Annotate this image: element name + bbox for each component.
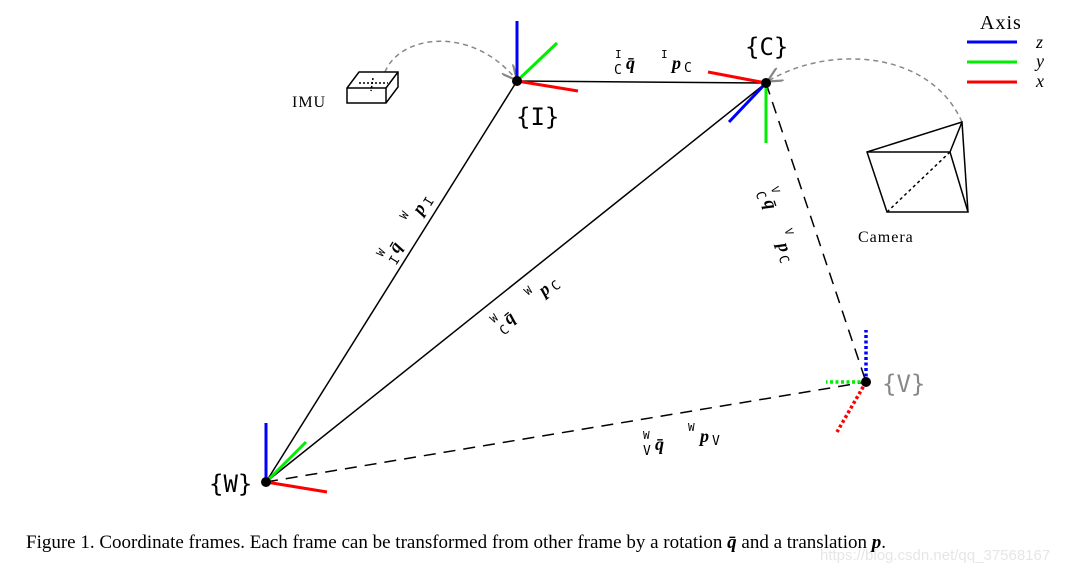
camera-icon bbox=[866, 120, 969, 213]
v-c-q-symbol: q̄ bbox=[760, 197, 782, 212]
w-v-p-sup: W bbox=[688, 421, 695, 434]
c-z-axis bbox=[727, 81, 768, 124]
frame-v-origin bbox=[861, 377, 871, 387]
legend-title: Axis bbox=[980, 12, 1022, 34]
transform-label-i-c: I C q̄ I p C bbox=[614, 48, 692, 78]
transform-label-w-v: W V q̄ W p V bbox=[643, 421, 720, 459]
v-c-q-sub: C bbox=[752, 189, 769, 201]
w-v-q-sub: V bbox=[643, 444, 651, 459]
transform-label-v-c: V C q̄ V p C bbox=[752, 185, 797, 266]
w-i-p-sup: W bbox=[397, 209, 412, 222]
axis-legend: Axis z y x bbox=[967, 12, 1044, 91]
camera-label: Camera bbox=[858, 229, 914, 246]
w-c-p-sup: W bbox=[522, 284, 536, 299]
i-c-p-symbol: p bbox=[670, 53, 681, 73]
w-x-axis bbox=[265, 480, 328, 494]
w-v-q-symbol: q̄ bbox=[655, 434, 664, 454]
frame-c-axes bbox=[707, 70, 768, 143]
c-to-v-dashed-line bbox=[765, 82, 867, 383]
camera-curve-arrow bbox=[770, 58, 963, 123]
v-x-axis bbox=[835, 381, 868, 433]
frame-w-label: {W} bbox=[209, 470, 252, 498]
i-c-q-sup: I bbox=[615, 48, 622, 61]
i-to-c-line bbox=[516, 80, 767, 84]
frame-i-axes bbox=[515, 21, 579, 93]
frame-c-label: {C} bbox=[745, 33, 788, 61]
i-y-axis bbox=[515, 41, 559, 83]
caption-suffix: . bbox=[881, 532, 886, 553]
v-c-p-symbol: p bbox=[773, 238, 795, 255]
w-v-q-sup: W bbox=[643, 429, 650, 442]
frame-w-origin bbox=[261, 477, 271, 487]
v-c-q-sup: V bbox=[768, 185, 783, 196]
w-v-p-sub: V bbox=[712, 434, 720, 449]
transform-label-w-c: W C q̄ W p C bbox=[487, 278, 564, 339]
legend-z-label: z bbox=[1035, 32, 1043, 52]
caption-prefix: Figure 1. Coordinate frames. Each frame … bbox=[26, 532, 728, 553]
i-c-p-sub: C bbox=[684, 61, 692, 76]
imu-curve-arrow bbox=[384, 40, 515, 78]
i-c-q-symbol: q̄ bbox=[626, 53, 635, 73]
i-c-p-sup: I bbox=[661, 48, 668, 61]
c-x-axis bbox=[707, 70, 767, 85]
w-to-c-line bbox=[265, 82, 767, 483]
frame-v-label: {V} bbox=[882, 370, 925, 398]
v-c-p-sup: V bbox=[782, 227, 797, 238]
w-v-p-symbol: p bbox=[698, 426, 709, 446]
watermark: https://blog.csdn.net/qq_37568167 bbox=[820, 547, 1051, 564]
v-c-p-sub: C bbox=[775, 254, 792, 266]
w-to-v-dashed-line bbox=[265, 381, 867, 483]
frame-v-axes bbox=[826, 330, 868, 433]
i-x-axis bbox=[516, 79, 579, 93]
legend-y-label: y bbox=[1034, 51, 1044, 71]
imu-icon bbox=[346, 71, 399, 104]
imu-label: IMU bbox=[292, 94, 326, 111]
caption-p-symbol: p bbox=[871, 532, 882, 553]
caption-middle: and a translation bbox=[736, 532, 872, 553]
w-y-axis bbox=[264, 440, 308, 484]
caption-q-symbol: q̄ bbox=[727, 532, 737, 553]
frame-i-label: {I} bbox=[516, 103, 559, 131]
legend-x-label: x bbox=[1035, 71, 1044, 91]
figure-caption: Figure 1. Coordinate frames. Each frame … bbox=[26, 532, 886, 554]
frame-w-axes bbox=[264, 423, 328, 494]
frame-c-origin bbox=[761, 78, 771, 88]
w-to-i-line bbox=[265, 80, 518, 483]
frame-i-origin bbox=[512, 76, 522, 86]
i-c-q-sub: C bbox=[614, 63, 622, 78]
